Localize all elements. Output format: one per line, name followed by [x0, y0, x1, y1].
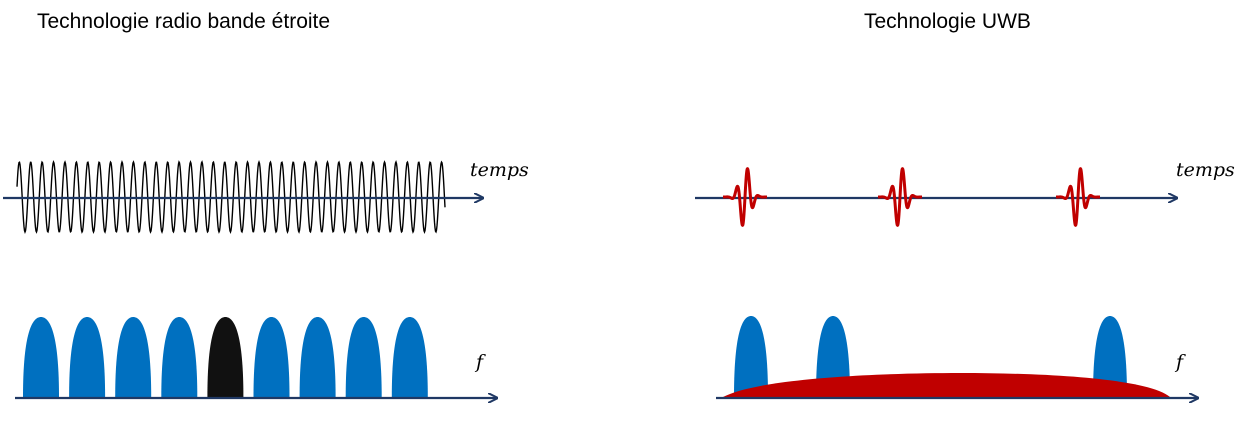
uwb-title: Technologie UWB: [864, 10, 1031, 33]
channel-lobe: [69, 317, 106, 397]
channel-lobe: [391, 317, 428, 397]
highlighted-channel-lobe: [207, 317, 244, 397]
narrowband-time-axis-label: temps: [470, 159, 529, 181]
channel-lobe: [115, 317, 152, 397]
narrowband-lobe: [1093, 316, 1127, 397]
uwb-pulses: [721, 167, 1102, 227]
channel-lobe: [161, 317, 198, 397]
narrowband-sine-waveform: [16, 159, 446, 234]
uwb-time-axis-label: temps: [1176, 159, 1235, 181]
narrowband-frequency-axis-label: f: [474, 351, 486, 373]
narrowband-lobe: [734, 316, 768, 397]
narrowband-time-diagram: temps: [3, 159, 529, 234]
channel-lobe: [299, 317, 336, 397]
uwb-pulse: [876, 167, 924, 227]
uwb-frequency-diagram: f: [716, 316, 1198, 398]
uwb-time-diagram: temps: [695, 159, 1235, 227]
channel-lobe: [253, 317, 290, 397]
narrowband-frequency-diagram: f: [15, 317, 497, 398]
narrowband-title: Technologie radio bande étroite: [37, 10, 331, 33]
channel-lobe: [345, 317, 382, 397]
narrowband-channel-lobes: [23, 317, 428, 397]
uwb-pulse: [721, 167, 769, 227]
uwb-frequency-axis-label: f: [1174, 351, 1186, 373]
channel-lobe: [23, 317, 59, 397]
uwb-pulse: [1054, 167, 1102, 227]
uwb-wideband-spectrum: [723, 373, 1170, 397]
